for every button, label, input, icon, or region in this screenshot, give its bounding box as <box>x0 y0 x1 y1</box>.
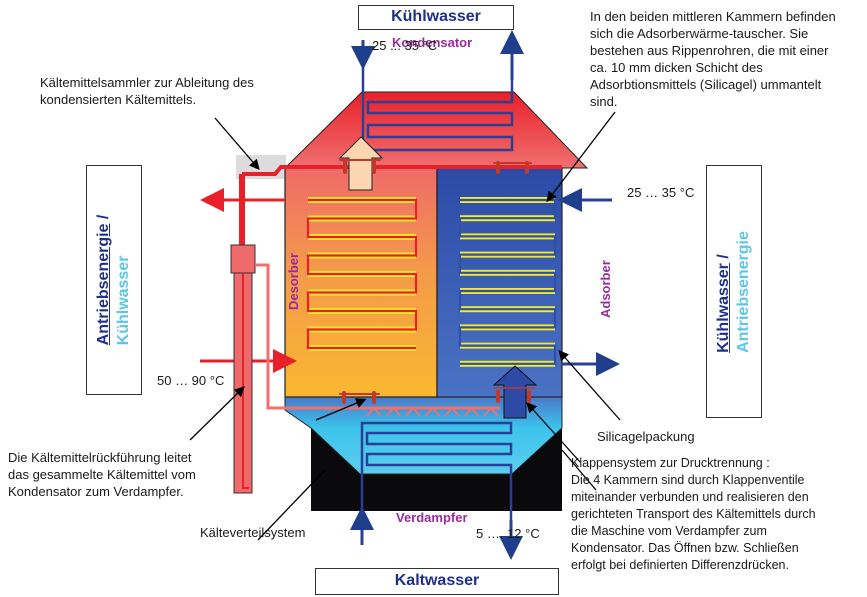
temp-cold-water: 5 …. 12 °C <box>476 526 540 541</box>
desorber-label: Desorber <box>286 252 301 310</box>
left-secondary-label: Kühlwasser <box>115 255 132 346</box>
vapor-arrow-adsorber <box>492 365 538 419</box>
valve-top-right <box>493 161 532 174</box>
condenser-coil <box>361 40 514 152</box>
spray-nozzles <box>366 406 499 417</box>
temp-cooling-water-top: 25 ... 35 °C <box>372 38 438 53</box>
note-return-line: Die Kältemittelrückführung leitet das ge… <box>8 450 196 499</box>
adsorber-heat-exchanger <box>458 197 557 367</box>
evaporator-label: Verdampfer <box>396 510 468 525</box>
right-separator: / <box>715 253 732 263</box>
valve-bottom-right <box>493 387 536 403</box>
note-collector: Kältemittelsammler zur Ableitung des kon… <box>40 75 254 107</box>
spray-nozzle <box>424 406 441 417</box>
evaporator-coil <box>360 421 513 545</box>
note-heat-exchangers: In den beiden mittleren Kammern befinden… <box>590 9 836 109</box>
note-distribution: Kälteverteilsystem <box>200 525 306 540</box>
spray-nozzle <box>366 406 382 417</box>
spray-nozzle <box>444 406 460 417</box>
cooling-water-box: Kühlwasser <box>358 5 514 30</box>
condenser-chamber <box>283 91 589 169</box>
condenser-label: Kondensator <box>392 35 473 50</box>
left-separator: / <box>95 214 112 224</box>
spray-nozzle <box>405 406 421 417</box>
temp-cooling-water-right: 25 … 35 °C <box>627 185 695 200</box>
left-energy-label: Antriebsenergie / Kühlwasser <box>94 215 134 346</box>
desorber-heat-exchanger <box>306 197 418 351</box>
note-valve-system: Klappensystem zur Drucktrennung : Die 4 … <box>571 456 816 572</box>
valve-bottom-left <box>339 391 380 404</box>
right-primary-label: Kühlwasser <box>715 262 732 353</box>
adsorber-chamber <box>436 167 563 398</box>
left-primary-label: Antriebsenergie <box>95 223 112 346</box>
refrigerant-return-pipe <box>230 244 500 494</box>
right-energy-box: Kühlwasser / Antriebsenergie <box>706 165 762 418</box>
coil-pipe <box>306 198 418 350</box>
annotation-pointers <box>189 111 621 541</box>
adsorber-label: Adsorber <box>598 260 613 318</box>
cold-water-box: Kaltwasser <box>315 568 559 595</box>
spray-nozzle <box>483 406 499 417</box>
note-silica-pack: Silicagelpackung <box>597 429 695 444</box>
temp-drive-energy: 50 … 90 °C <box>157 373 225 388</box>
right-secondary-label: Antriebsenergie <box>735 230 752 353</box>
desorber-chamber <box>284 167 438 398</box>
left-energy-box: Antriebsenergie / Kühlwasser <box>86 165 142 395</box>
spray-nozzle <box>385 406 402 417</box>
right-energy-label: Kühlwasser / Antriebsenergie <box>714 231 754 353</box>
vapor-arrow-desorber <box>338 136 384 191</box>
valve-top-left <box>339 158 381 174</box>
coil-pipe <box>458 198 557 365</box>
spray-nozzle <box>463 406 480 417</box>
